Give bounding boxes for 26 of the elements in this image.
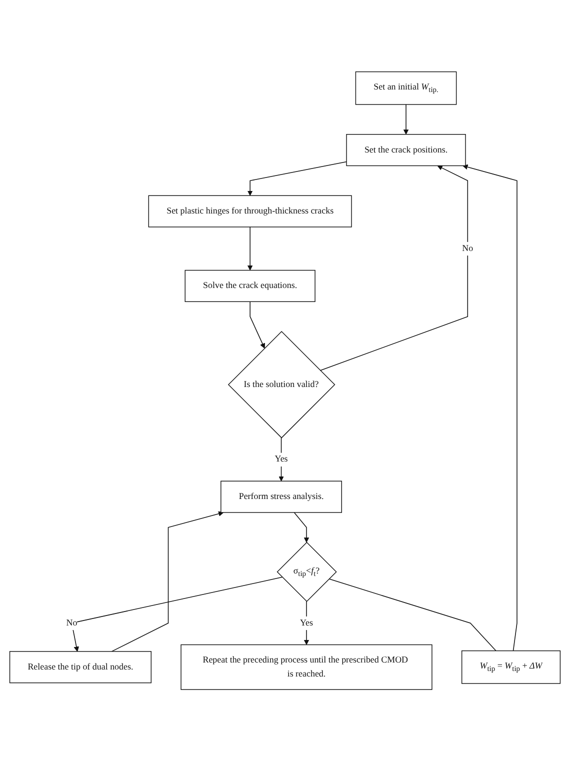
node-box: Perform stress analysis. xyxy=(220,480,342,513)
node-box: Set plastic hinges for through-thickness cracks xyxy=(148,195,352,228)
arrow xyxy=(403,104,409,134)
arrow xyxy=(304,600,310,645)
arrow xyxy=(71,576,283,652)
node-box: Set an initial W$_{tip.}$ xyxy=(355,71,457,105)
connector xyxy=(328,578,496,651)
arrow xyxy=(278,437,284,482)
node-diamond: Is the solution valid? xyxy=(228,330,336,438)
edge-label: No xyxy=(66,618,78,628)
arrow xyxy=(294,512,310,542)
arrow xyxy=(462,164,518,651)
arrow xyxy=(111,511,224,652)
edge-label: No xyxy=(462,244,474,254)
node-box: W$_{tip}$ = W$_{tip}$ + ΔW xyxy=(461,650,561,684)
edge-label: Yes xyxy=(274,454,288,464)
arrow xyxy=(247,161,347,196)
arrow xyxy=(320,165,468,371)
edge-label: Yes xyxy=(300,618,314,628)
node-box: Set the crack positions. xyxy=(346,134,466,166)
node-box: Solve the crack equations. xyxy=(184,270,316,302)
arrow xyxy=(250,301,265,348)
node-box: Release the tip of dual nodes. xyxy=(9,650,152,684)
node-box: Repeat the preceding process until the prescribed CMOD is reached. xyxy=(180,644,432,690)
arrow xyxy=(247,226,253,270)
node-diamond: σ$_{tip}$<f$_{t}$? xyxy=(276,542,337,602)
